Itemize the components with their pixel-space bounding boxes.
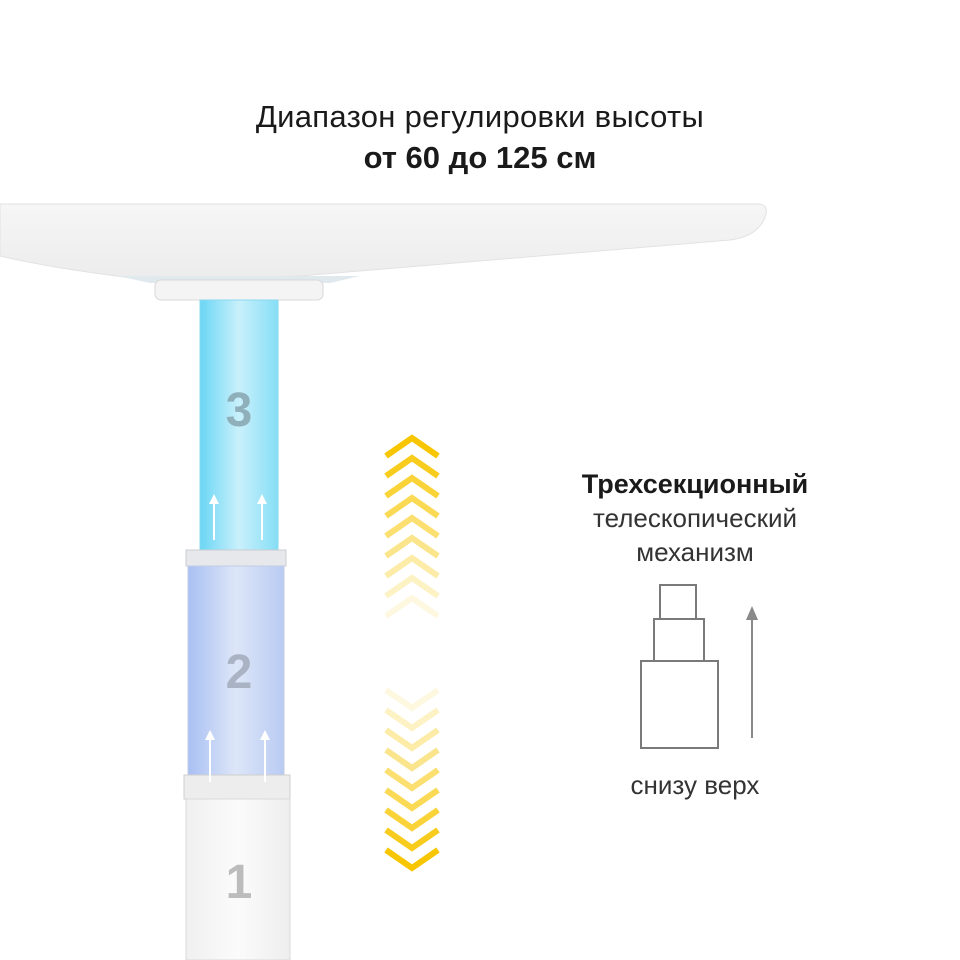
chevron-down-mark [384,787,440,812]
chevron-up-mark [384,454,440,479]
chevron-down-mark [384,747,440,772]
scheme-section-2 [653,618,705,662]
desk-top [0,203,767,283]
mechanism-caption: Трехсекционный телескопический механизм [560,467,830,569]
chevron-down-mark [384,687,440,712]
chevron-up-mark [384,534,440,559]
direction-label: снизу верх [630,770,760,800]
section-number-1: 1 [225,856,253,909]
section-arrow-head [260,730,270,740]
section-arrow-head [209,494,219,504]
leg-section-1 [185,798,291,960]
chevron-down-mark [384,767,440,792]
chevron-down-mark [384,707,440,732]
chevron-up-mark [384,494,440,519]
section-arrow-head [257,494,267,504]
mounting-plate [154,279,324,301]
chevron-up-mark [384,434,440,459]
scheme-section-1 [640,660,719,749]
chevron-up-mark [384,514,440,539]
double-chevron-up-down-icon [384,434,440,872]
chevron-up-mark [384,594,440,619]
mechanism-caption-line3: механизм [636,537,754,567]
chevron-down-mark [384,827,440,852]
leg-collar-upper [185,549,287,567]
mechanism-caption-line2: телескопический [592,503,797,533]
section-arrow-head [205,730,215,740]
title-block: Диапазон регулировки высоты от 60 до 125… [0,96,960,179]
chevron-up-mark [384,574,440,599]
chevron-down-mark [384,807,440,832]
section-number-3: 3 [225,384,253,437]
title-range-label: Диапазон регулировки высоты [255,99,705,134]
telescopic-scheme-icon [640,584,719,749]
title-range-value: от 60 до 125 см [363,140,597,175]
chevron-down-mark [384,847,440,872]
scheme-section-3 [659,584,697,620]
arrow-up-icon [746,606,758,738]
chevron-down-mark [384,727,440,752]
chevron-up-mark [384,554,440,579]
leg-collar-lower [183,774,291,800]
mechanism-caption-title: Трехсекционный [581,469,809,499]
section-arrows [205,494,270,782]
section-number-2: 2 [225,646,253,699]
chevron-up-mark [384,474,440,499]
